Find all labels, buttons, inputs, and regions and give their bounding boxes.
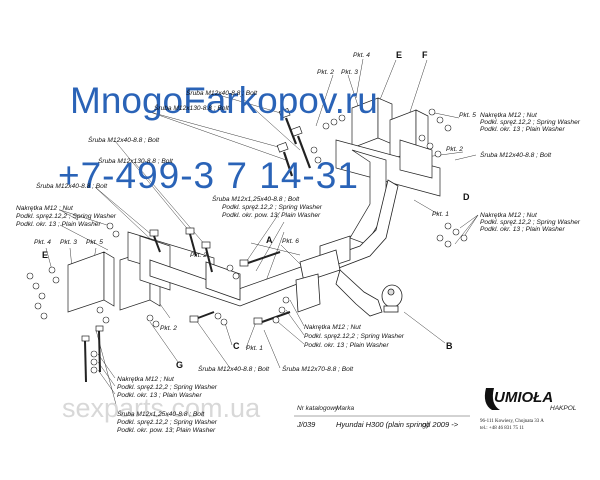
part-label: Śruba M12x130-8.8 ; Bolt	[98, 156, 174, 165]
watermark-bottom: sexparts.com.ua	[62, 393, 261, 423]
part-label: Śruba M12x40-8.8 ; Bolt	[480, 150, 552, 159]
pkt-label: Pkt. 5	[459, 112, 476, 119]
part-label: Podkl. okr. 13 ; Plain Washer	[304, 342, 389, 349]
part-label: Podkl. okr. 13 ; Plain Washer	[480, 226, 565, 233]
part-label: Śruba M12x40-8.8 ; Bolt	[36, 181, 108, 190]
pkt-label: Pkt. 5	[86, 239, 103, 246]
washers-and-nuts	[26, 108, 468, 374]
part-label: Śruba M12x1,25x40-8.8 ; Bolt	[212, 194, 300, 203]
part-label: Podkl. spręż.12,2 ; Spring Washer	[16, 213, 117, 220]
part-label: Śruba M12x40-8.8 ; Bolt	[198, 364, 270, 373]
letter-a: A	[266, 235, 273, 245]
watermark-phone: +7-499-3 7 14-31	[58, 155, 359, 196]
part-label: Podkl. okr. pow. 13; Plain Washer	[222, 212, 321, 219]
part-label: Śruba M12x1,25x40-8.8 ; Bolt	[117, 409, 205, 418]
production-date: od 2009 ->	[422, 420, 459, 429]
make-label: Marka	[336, 405, 354, 412]
part-label: Podkl. spręż.12,2 ; Spring Washer	[222, 204, 323, 211]
part-label: Podkl. spręż.12,2 ; Spring Washer	[117, 419, 218, 426]
pkt-label: Pkt. 3	[341, 69, 358, 76]
company-address: 96-111 Kowiesy, Chojnata 33 A	[480, 419, 544, 424]
catalog-number: J/039	[296, 420, 316, 429]
brand-sub: HAKPOL	[550, 405, 577, 412]
pkt-label: Pkt. 4	[353, 52, 370, 59]
part-label: Podkl. okr. pow. 13; Plain Washer	[117, 427, 216, 434]
part-label: Podkl. spręż.12,2 ; Spring Washer	[117, 384, 218, 391]
pkt-label: Pkt. 2	[190, 252, 207, 259]
letter-b: B	[446, 341, 453, 351]
brand-hook-icon	[484, 388, 500, 410]
vehicle-model: Hyundai H300 (plain spring)	[336, 420, 429, 429]
part-label: Śruba M12x70-8.8 ; Bolt	[282, 364, 354, 373]
part-label: Nakrętka M12 ; Nut	[304, 324, 362, 331]
letter-d: D	[463, 192, 470, 202]
letter-c: C	[233, 341, 240, 351]
part-label: Podkl. okr. 13 ; Plain Washer	[480, 126, 565, 133]
main-crossbeam	[149, 179, 403, 317]
part-label: Podkl. okr. 13 ; Plain Washer	[16, 221, 101, 228]
letter-e-top: E	[396, 50, 402, 60]
right-mounting-plates	[335, 97, 441, 245]
pkt-label: Pkt. 2	[317, 69, 334, 76]
letter-f: F	[422, 50, 428, 60]
pkt-label: Pkt. 1	[246, 345, 263, 352]
part-label: Podkl. spręż.12,2 ; Spring Washer	[480, 219, 581, 226]
brand-logo: UMIOŁA	[494, 389, 553, 406]
bolts	[81, 108, 312, 383]
part-label: Podkl. okr. 13 ; Plain Washer	[117, 392, 202, 399]
part-label: Nakrętka M12 ; Nut	[480, 212, 538, 219]
catalog-number-label: Nr katalogowy	[297, 405, 339, 412]
pkt-label: Pkt. 3	[60, 239, 77, 246]
part-label: Podkl. spręż.12,2 ; Spring Washer	[480, 119, 581, 126]
pkt-label: Pkt. 6	[282, 238, 299, 245]
watermark-site: MnogoFarkopov.ru	[70, 80, 378, 121]
part-label: Nakrętka M12 ; Nut	[480, 112, 538, 119]
title-block: Nr katalogowy Marka J/039 Hyundai H300 (…	[294, 388, 577, 431]
part-label: Podkl. spręż.12,2 ; Spring Washer	[304, 333, 405, 340]
pkt-label: Pkt. 1	[432, 211, 449, 218]
company-phone: tel.: +48 46 831 75 11	[480, 426, 525, 431]
letter-g: G	[176, 360, 183, 370]
pkt-label: Pkt. 4	[34, 239, 51, 246]
part-label: Śruba M12x40-8.8 ; Bolt	[88, 135, 160, 144]
letter-e-left: E	[42, 250, 48, 260]
pkt-label: Pkt. 2	[160, 325, 177, 332]
part-label: Nakrętka M12 ; Nut	[16, 205, 74, 212]
part-label: Śruba M12x40-8.8 ; Bolt	[186, 88, 258, 97]
part-label: Nakrętka M12 ; Nut	[117, 376, 175, 383]
pkt-label: Pkt. 2	[446, 146, 463, 153]
part-label: Śruba M12x130-8.8 ; Bolt	[154, 103, 230, 112]
